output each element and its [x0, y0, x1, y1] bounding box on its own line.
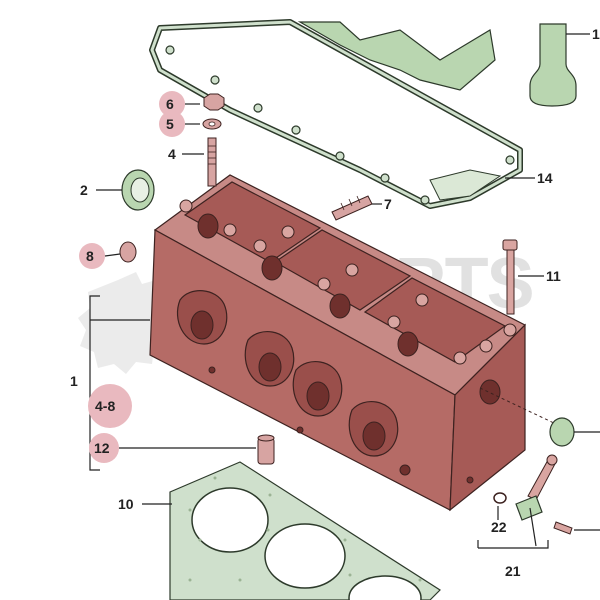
callout-4: 4 — [168, 146, 176, 162]
part-cylinder-head — [149, 174, 527, 512]
part-2-seal: 2 — [80, 169, 155, 211]
callout-14: 14 — [537, 170, 553, 186]
part-7-stud: 7 — [331, 195, 392, 221]
callout-10: 10 — [118, 496, 134, 512]
callout-11: 11 — [546, 268, 561, 284]
callout-1: 1 — [70, 373, 78, 389]
callout-8: 8 — [86, 248, 94, 264]
part-21-22-sender: 22 21 — [477, 387, 600, 579]
callout-7: 7 — [384, 196, 392, 212]
callout-5: 5 — [166, 116, 174, 132]
group-bracket: 1 4-8 12 — [70, 295, 150, 471]
part-4-5-6-stud: 6 5 4 — [159, 91, 225, 187]
part-12-dowel — [119, 434, 275, 465]
callout-22: 22 — [491, 519, 507, 535]
part-valve-cover-gasket: 14 — [149, 19, 553, 209]
callout-2: 2 — [80, 182, 88, 198]
callout-21: 21 — [505, 563, 521, 579]
callout-4-8: 4-8 — [95, 398, 115, 414]
part-camshaft-tip: 1 — [529, 23, 600, 107]
callout-1-top: 1 — [592, 26, 600, 42]
callout-6: 6 — [166, 96, 174, 112]
part-11-bolt: 11 — [502, 239, 561, 315]
part-10-head-gasket: 10 — [118, 461, 441, 600]
callout-12: 12 — [94, 440, 110, 456]
part-8-plug: 8 — [79, 241, 137, 269]
gear-watermark-icon — [78, 272, 172, 374]
